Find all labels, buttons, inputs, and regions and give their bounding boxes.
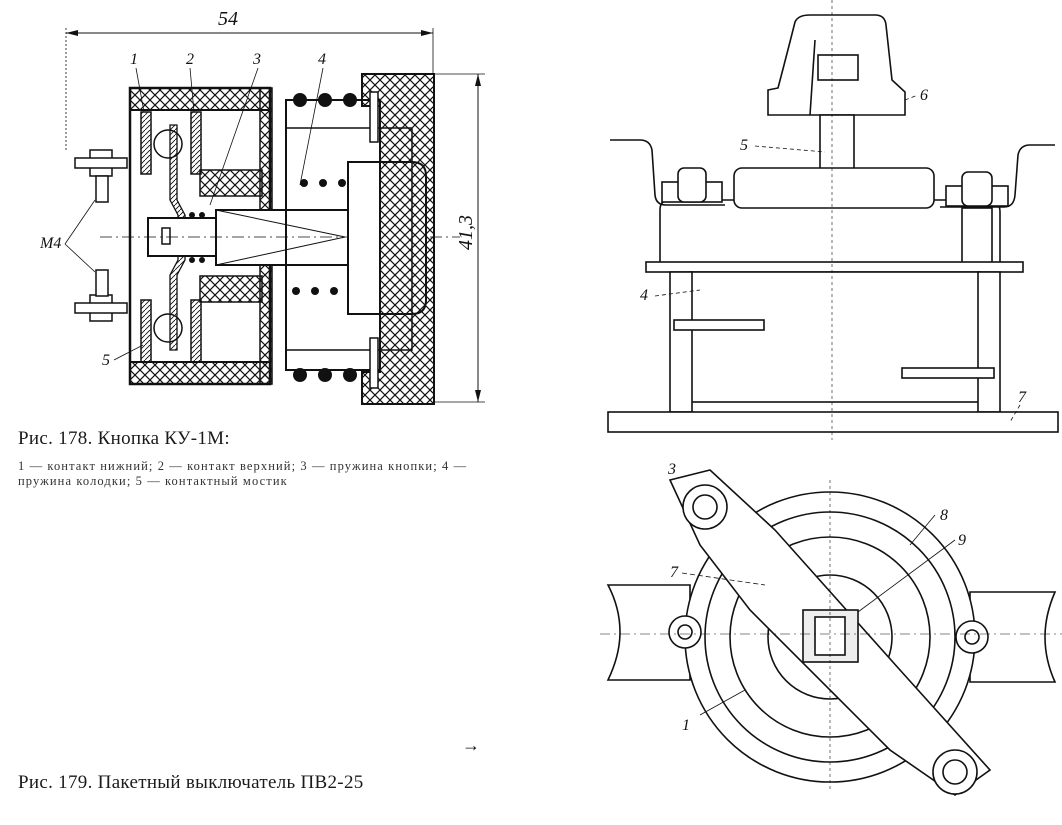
figure-178-caption-legend: 1 — контакт нижний; 2 — контакт верхний;… [18,459,468,488]
packet-switch-top-view: 3 8 9 7 1 [600,461,1062,796]
callout-3-top: 3 [667,461,676,478]
packet-switch-side-view: 6 5 4 7 [607,0,1059,440]
button-ku1m-cross-section: 54 41,3 [40,8,485,405]
dimension-54: 54 [65,8,434,150]
continuation-arrow: → [462,735,480,755]
figure-178-caption-title: Рис. 178. Кнопка КУ-1М: [18,428,230,449]
callout-8: 8 [940,507,948,524]
figure-179-side-view: 6 5 4 7 [600,0,1062,440]
callout-4: 4 [318,51,326,68]
callout-6: 6 [920,87,928,104]
callout-m4: М4 [40,235,61,252]
dimension-41-3-label: 41,3 [455,215,477,250]
figure-179-top-view: 3 8 9 7 1 [600,450,1062,825]
dimension-54-label: 54 [218,8,238,30]
callout-7-side: 7 [1018,389,1027,406]
callout-3: 3 [252,51,261,68]
figure-179-caption-title: Рис. 179. Пакетный выключатель ПВ2-25 [18,772,364,793]
callout-1: 1 [130,51,138,68]
callout-4-side: 4 [640,287,648,304]
callout-5-side: 5 [740,137,748,154]
figure-178-drawing: 54 41,3 [40,0,510,420]
callout-5: 5 [102,352,110,369]
dimension-41-3: 41,3 [435,73,485,403]
callout-7-top: 7 [670,564,679,581]
callout-9: 9 [958,532,966,549]
callout-1-top: 1 [682,717,690,734]
callout-2: 2 [186,51,194,68]
